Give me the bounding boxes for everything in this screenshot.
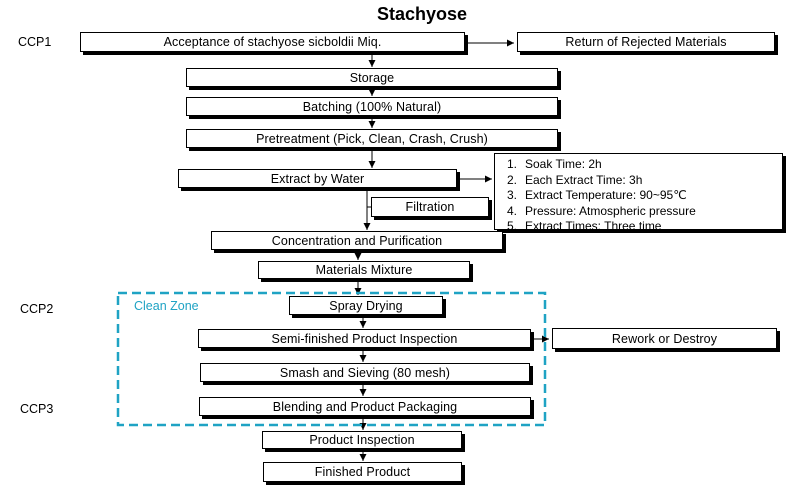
ccp1-label: CCP1 — [18, 35, 52, 49]
ccp3-label: CCP3 — [20, 402, 54, 416]
step-materials-mixture: Materials Mixture — [258, 261, 470, 279]
param-row: 2.Each Extract Time: 3h — [507, 172, 643, 187]
param-row: 4.Pressure: Atmospheric pressure — [507, 203, 696, 218]
step-acceptance: Acceptance of stachyose sicboldii Miq. — [80, 32, 465, 52]
param-row: 5.Extract Times: Three time — [507, 219, 662, 233]
step-rework-destroy: Rework or Destroy — [552, 328, 777, 349]
step-filtration: Filtration — [371, 197, 489, 217]
step-semi-finished-inspection: Semi-finished Product Inspection — [198, 329, 531, 348]
step-blending-packaging: Blending and Product Packaging — [199, 397, 531, 416]
step-smash-sieving: Smash and Sieving (80 mesh) — [200, 363, 530, 382]
clean-zone-label: Clean Zone — [134, 299, 199, 313]
step-product-inspection: Product Inspection — [262, 431, 462, 449]
extraction-parameters-box: 1.Soak Time: 2h 2.Each Extract Time: 3h … — [494, 153, 783, 233]
step-spray-drying: Spray Drying — [289, 296, 443, 315]
step-concentration: Concentration and Purification — [211, 231, 503, 250]
param-row: 1.Soak Time: 2h — [507, 157, 602, 171]
step-batching: Batching (100% Natural) — [186, 97, 558, 116]
diagram-title: Stachyose — [376, 4, 468, 24]
step-storage: Storage — [186, 68, 558, 87]
step-finished-product: Finished Product — [263, 462, 462, 482]
ccp2-label: CCP2 — [20, 302, 54, 316]
step-pretreatment: Pretreatment (Pick, Clean, Crash, Crush) — [186, 129, 558, 148]
step-extract-by-water: Extract by Water — [178, 169, 457, 188]
clean-zone-boundary — [116, 291, 547, 427]
param-row: 3.Extract Temperature: 90~95℃ — [507, 188, 687, 202]
step-return-rejected: Return of Rejected Materials — [517, 32, 775, 52]
